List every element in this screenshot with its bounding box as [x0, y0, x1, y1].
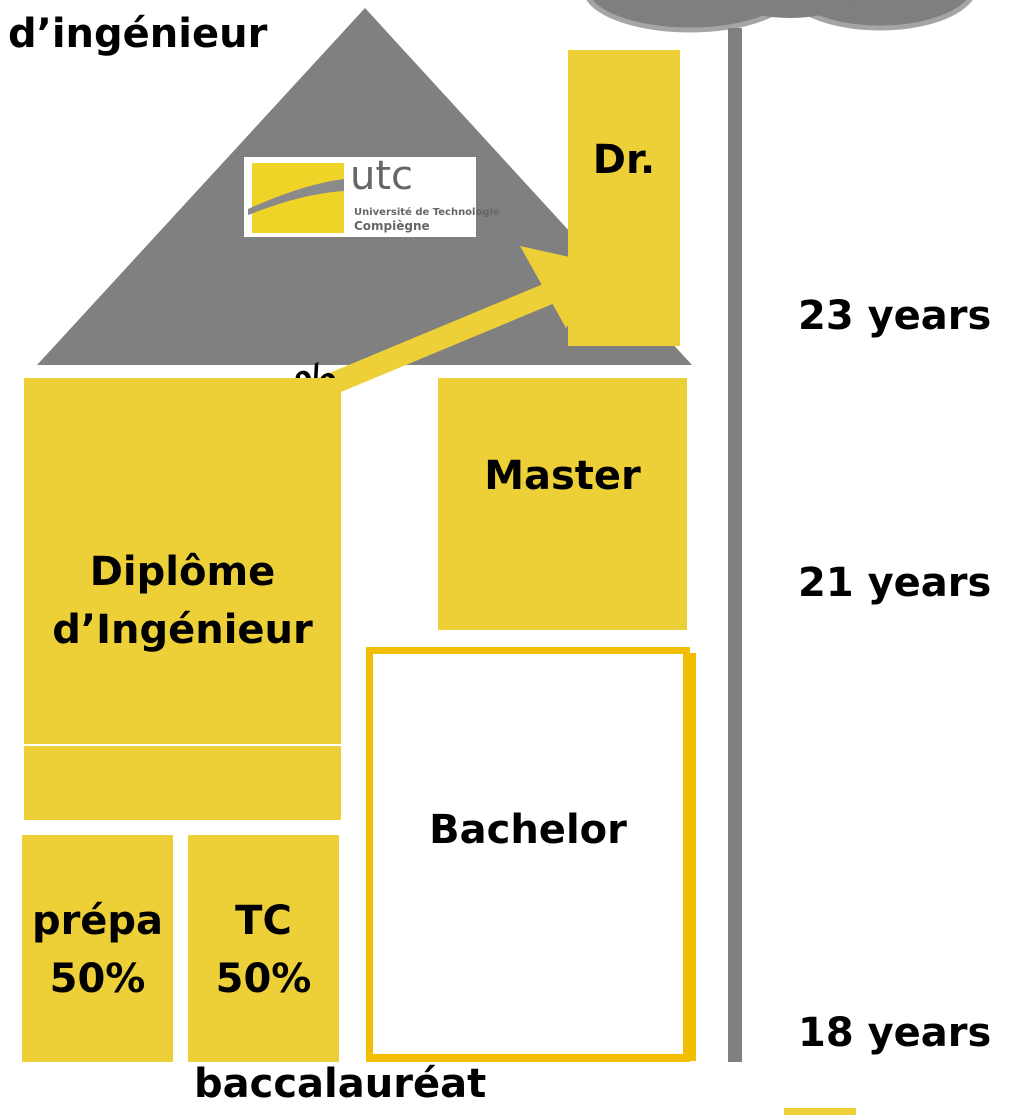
prepa-label-line1: prépa	[31, 898, 164, 944]
bachelor-box-shadow-edge	[690, 653, 696, 1061]
age-label-21: 21 years	[798, 560, 992, 606]
doctorate-box: Dr.	[568, 50, 680, 346]
age-label-18: 18 years	[798, 1010, 992, 1056]
baccalaureat-label: baccalauréat	[194, 1061, 487, 1107]
diplome-lower-strip	[24, 746, 341, 820]
doctorate-label: Dr.	[592, 137, 656, 183]
tc-label-line1: TC	[235, 898, 292, 944]
prepa-label-line2: 50%	[49, 956, 146, 1002]
tc-label-line2: 50%	[215, 956, 312, 1002]
bachelor-box: Bachelor	[366, 647, 696, 1062]
master-box: Master	[438, 378, 687, 630]
age-label-23: 23 years	[798, 293, 992, 339]
prepa-box: prépa 50%	[22, 835, 173, 1062]
diplome-label-line2: d’Ingénieur	[52, 607, 313, 653]
tc-box: TC 50%	[188, 835, 339, 1062]
utc-logo-name: utc	[350, 153, 414, 199]
utc-logo: utc Université de Technologie Compiègne	[244, 153, 500, 237]
yellow-marker	[784, 1108, 856, 1115]
bachelor-label: Bachelor	[429, 807, 627, 853]
utc-logo-mark-icon	[248, 163, 344, 233]
top-left-label: d’ingénieur	[8, 11, 268, 57]
diplome-label-line1: Diplôme	[89, 549, 276, 595]
cloud-shape	[586, 0, 973, 33]
utc-logo-line2: Compiègne	[354, 219, 430, 233]
master-label: Master	[484, 452, 641, 499]
utc-logo-line1: Université de Technologie	[354, 207, 500, 218]
diplome-box: Diplôme d’Ingénieur	[24, 378, 341, 744]
timeline-bar	[728, 28, 742, 1062]
